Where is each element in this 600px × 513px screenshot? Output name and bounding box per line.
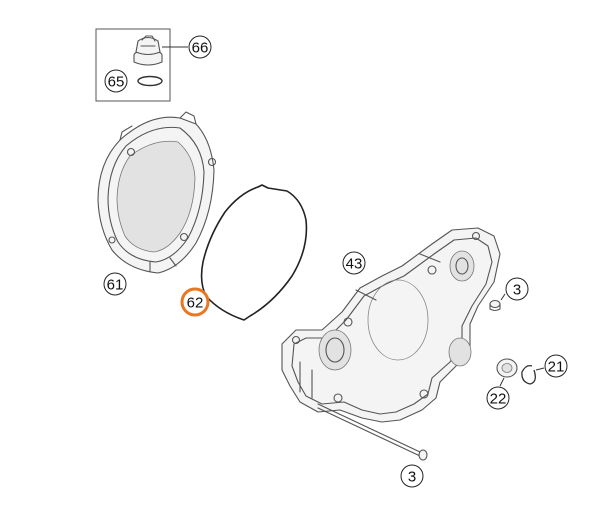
callout-65[interactable]: 65 [104, 69, 128, 93]
callout-3-upper[interactable]: 3 [505, 277, 529, 301]
inner-clutch-cover-icon [281, 227, 501, 423]
svg-text:43: 43 [346, 256, 363, 273]
callout-43[interactable]: 43 [342, 251, 366, 275]
callout-62-highlighted[interactable]: 62 [180, 287, 210, 317]
callout-3-lower[interactable]: 3 [400, 464, 424, 488]
svg-text:22: 22 [490, 391, 507, 408]
svg-text:3: 3 [513, 282, 521, 299]
svg-text:21: 21 [548, 359, 565, 376]
svg-text:66: 66 [192, 40, 209, 57]
svg-text:61: 61 [107, 277, 124, 294]
callout-21[interactable]: 21 [544, 354, 568, 378]
gasket-icon [200, 184, 308, 321]
clutch-cover-icon [97, 111, 217, 274]
callout-66[interactable]: 66 [188, 35, 212, 59]
sealing-ring-icon [496, 358, 518, 387]
svg-text:62: 62 [187, 295, 204, 312]
dowel-icon [489, 293, 506, 312]
filler-plug-icon [133, 35, 163, 66]
o-ring-icon [137, 75, 163, 87]
svg-text:3: 3 [408, 469, 416, 486]
callout-22[interactable]: 22 [486, 386, 510, 410]
screw-icon [317, 403, 428, 461]
svg-text:65: 65 [108, 74, 125, 91]
callout-61[interactable]: 61 [103, 272, 127, 296]
circlip-icon [521, 364, 545, 385]
